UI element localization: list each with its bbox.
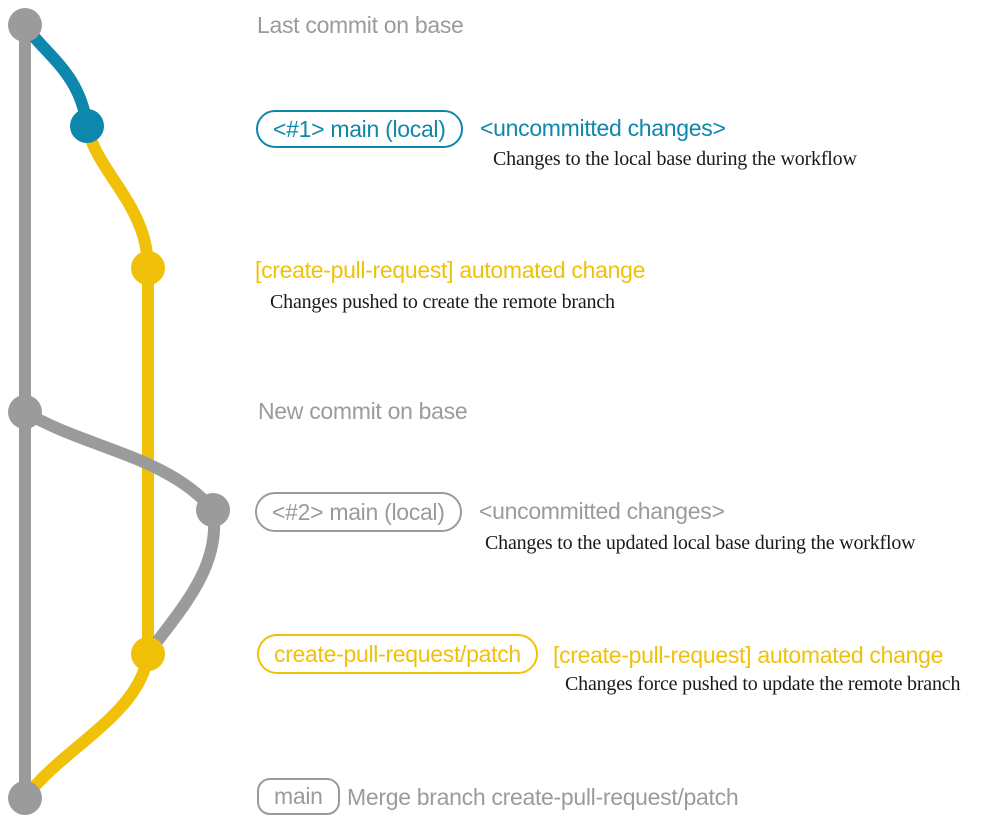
branch-badge-main: main — [257, 778, 340, 815]
commit-dot-main-local-2 — [196, 493, 230, 527]
commit-dot-automated-change-1 — [131, 251, 165, 285]
commit-message-automated-change-1: [create-pull-request] automated change — [255, 257, 646, 283]
branch-line-rebase-out — [21, 406, 218, 514]
branch-line-patch — [81, 124, 154, 654]
branch-badge-label: <#2> main (local) — [272, 498, 445, 525]
commit-dot-new-commit-on-base — [8, 395, 42, 429]
annotation-automated-change-2: Changes force pushed to update the remot… — [565, 673, 961, 695]
commit-message-last-commit: Last commit on base — [257, 12, 464, 38]
branch-badge-patch: create-pull-request/patch — [257, 634, 538, 674]
branch-line-rebase-in — [143, 509, 221, 658]
commit-message-automated-change-2: [create-pull-request] automated change — [553, 642, 944, 668]
commit-message-merge: Merge branch create-pull-request/patch — [347, 784, 739, 810]
branch-line-main-local — [20, 21, 93, 127]
commit-message-new-commit: New commit on base — [258, 398, 468, 424]
branch-badge-main-local-2: <#2> main (local) — [255, 492, 462, 532]
branch-badge-label: main — [274, 783, 323, 809]
commit-dot-automated-change-2 — [131, 637, 165, 671]
branch-badge-label: <#1> main (local) — [273, 115, 446, 142]
branch-line-patch-merge — [20, 652, 154, 802]
annotation-uncommitted-2: Changes to the updated local base during… — [485, 532, 916, 554]
annotation-automated-change-1: Changes pushed to create the remote bran… — [270, 291, 615, 313]
commit-dot-merge-commit — [8, 781, 42, 815]
annotation-uncommitted-1: Changes to the local base during the wor… — [493, 148, 857, 170]
commit-message-uncommitted-1: <uncommitted changes> — [480, 115, 726, 141]
branch-badge-label: create-pull-request/patch — [274, 640, 521, 667]
commit-message-uncommitted-2: <uncommitted changes> — [479, 498, 725, 524]
branch-badge-main-local-1: <#1> main (local) — [256, 110, 463, 148]
commit-dot-last-commit-on-base — [8, 8, 42, 42]
commit-dot-main-local-1 — [70, 109, 104, 143]
